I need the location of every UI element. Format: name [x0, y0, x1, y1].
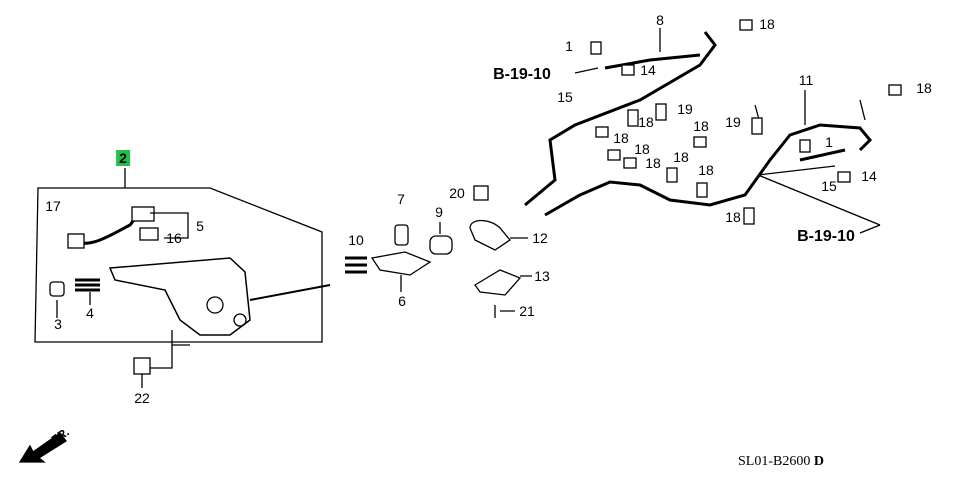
callout-4[interactable]: 4	[86, 305, 94, 321]
diagram-code-text: SL01-B2600	[738, 454, 811, 469]
callout-18[interactable]: 18	[613, 130, 629, 146]
callout-6[interactable]: 6	[398, 293, 406, 309]
callout-2-highlighted[interactable]: 2	[116, 150, 130, 166]
callout-18[interactable]: 18	[916, 80, 932, 96]
callout-18[interactable]: 18	[673, 149, 689, 165]
callout-19[interactable]: 19	[725, 114, 741, 130]
callout-5[interactable]: 5	[196, 218, 204, 234]
callout-15[interactable]: 15	[821, 178, 837, 194]
callout-11[interactable]: 11	[798, 72, 814, 88]
callout-20[interactable]: 20	[449, 185, 465, 201]
callout-19[interactable]: 19	[677, 101, 693, 117]
callout-18[interactable]: 18	[693, 118, 709, 134]
callout-15[interactable]: 15	[557, 89, 573, 105]
diagram-code: SL01-B2600 D	[738, 454, 824, 470]
callout-21[interactable]: 21	[519, 303, 535, 319]
callout-13[interactable]: 13	[534, 268, 550, 284]
callout-3[interactable]: 3	[54, 316, 62, 332]
callout-17[interactable]: 17	[45, 198, 61, 214]
callout-7[interactable]: 7	[397, 191, 405, 207]
connector-part	[131, 206, 155, 222]
callout-1[interactable]: 1	[565, 38, 573, 54]
parking-brake-lever	[108, 257, 251, 336]
callout-18[interactable]: 18	[725, 209, 741, 225]
diagram-code-suffix: D	[813, 454, 824, 469]
callout-18[interactable]: 18	[634, 141, 650, 157]
callout-8[interactable]: 8	[656, 12, 664, 28]
callout-1[interactable]: 1	[825, 134, 833, 150]
callout-16[interactable]: 16	[166, 230, 182, 246]
callout-10[interactable]: 10	[348, 232, 364, 248]
reference-b-19-10-top[interactable]: B-19-10	[493, 66, 551, 83]
callout-14[interactable]: 14	[640, 62, 656, 78]
callout-18[interactable]: 18	[638, 114, 654, 130]
callout-9[interactable]: 9	[435, 204, 443, 220]
callout-18[interactable]: 18	[645, 155, 661, 171]
callout-14[interactable]: 14	[861, 168, 877, 184]
callout-22[interactable]: 22	[134, 390, 150, 406]
reference-b-19-10-bottom[interactable]: B-19-10	[797, 228, 855, 245]
callout-18[interactable]: 18	[759, 16, 775, 32]
front-arrow-icon	[18, 432, 67, 463]
callout-18[interactable]: 18	[698, 162, 714, 178]
callout-12[interactable]: 12	[532, 230, 548, 246]
